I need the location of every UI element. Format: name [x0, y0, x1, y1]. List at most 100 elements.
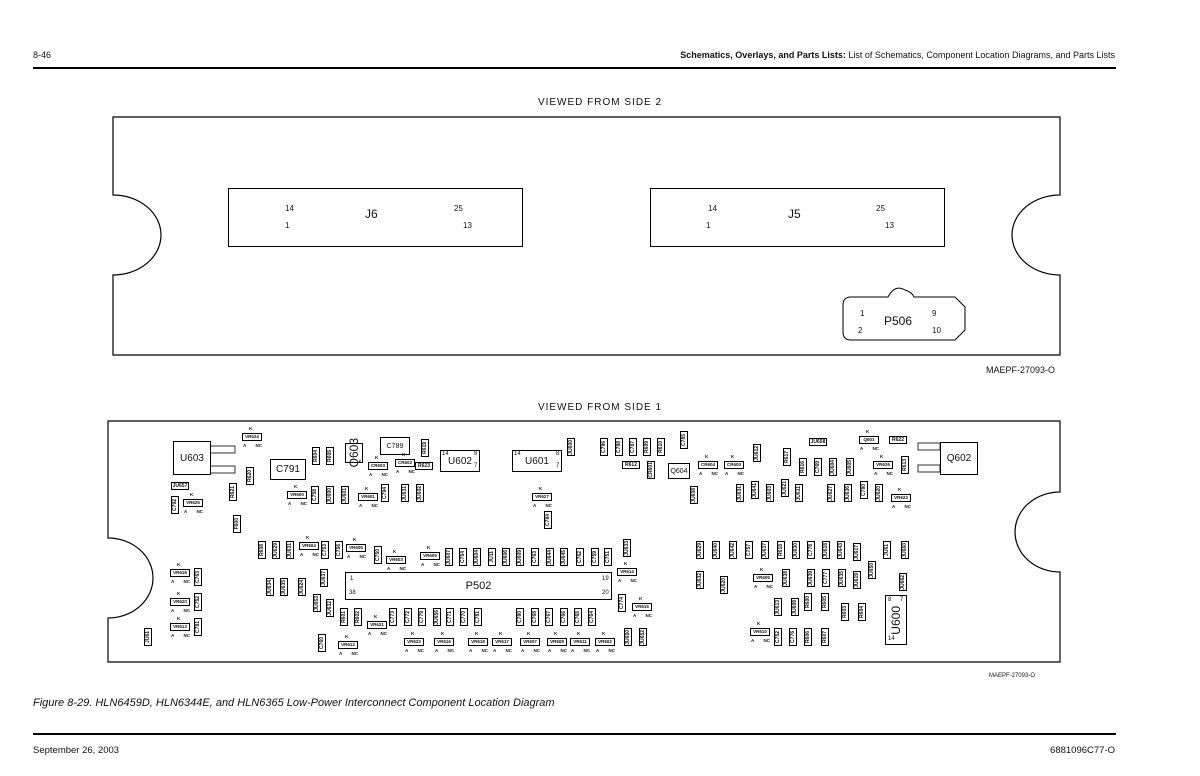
- component-package: Q603: [345, 438, 363, 468]
- pin-label-k: K: [441, 631, 445, 636]
- component-label: C764: [589, 611, 595, 623]
- component-label: VR622: [404, 638, 424, 646]
- component-label: JU656: [434, 609, 440, 625]
- pin-label-nc: NC: [545, 503, 553, 508]
- component-part: R600: [804, 593, 812, 611]
- pin-label-a: A: [171, 579, 175, 584]
- component-package: P502: [345, 572, 612, 600]
- component-label: R604: [859, 606, 865, 618]
- component-package: Q602: [940, 442, 978, 475]
- component-part: JU629: [272, 541, 280, 559]
- component-label: VR620: [170, 598, 190, 606]
- pin-number: 1: [350, 576, 354, 582]
- component-package: C791: [270, 459, 306, 480]
- component-label: C763: [195, 571, 201, 583]
- pin-label-k: K: [539, 486, 543, 491]
- pin-label-a: A: [171, 633, 175, 638]
- u603-tab: [209, 445, 236, 454]
- pin-number: 8: [888, 597, 892, 603]
- component-label: VR605: [753, 574, 773, 582]
- pin-label-a: A: [548, 648, 552, 653]
- pin-label-a: A: [751, 638, 755, 643]
- pin-label-nc: NC: [380, 631, 388, 636]
- component-part: JU629: [696, 541, 704, 559]
- component-part: C774: [618, 594, 626, 612]
- component-part: JU645: [560, 548, 568, 566]
- pin-label-nc: NC: [312, 552, 320, 557]
- component-part: JU637: [320, 569, 328, 587]
- component-part: C763: [194, 568, 202, 586]
- component-part: C772: [404, 608, 412, 626]
- component-part: C756: [335, 541, 343, 559]
- component-label: U602: [448, 455, 472, 467]
- component-part: C787: [629, 438, 637, 456]
- p506-pin: 9: [932, 309, 937, 318]
- p506-label: P506: [884, 314, 913, 328]
- component-label: C794: [382, 487, 388, 499]
- component-label: JU61: [884, 544, 890, 556]
- j6-pin: 14: [285, 204, 294, 213]
- pin-label-k: K: [639, 596, 643, 601]
- component-part: C754: [459, 548, 467, 566]
- component-label: C771: [447, 611, 453, 623]
- pin-label-k: K: [898, 487, 902, 492]
- pin-label-nc: NC: [560, 648, 568, 653]
- component-part: JU656: [433, 608, 441, 626]
- side2-drawing-code: MAEPF-27093-O: [985, 365, 1055, 375]
- p506-pin: 10: [932, 326, 941, 335]
- component-part: JU635: [280, 578, 288, 596]
- j5-pin: 1: [706, 221, 711, 230]
- component-label: U603: [180, 452, 204, 464]
- component-label: R608: [259, 544, 265, 556]
- component-part: R608: [258, 541, 266, 559]
- pin-label-a: A: [243, 443, 247, 448]
- component-label: JU641: [752, 482, 758, 498]
- component-label: C788: [616, 441, 622, 453]
- pin-label-k: K: [757, 621, 761, 626]
- component-label: R606: [805, 631, 811, 643]
- component-label: JU611: [796, 485, 802, 501]
- component-part: R613: [901, 456, 909, 474]
- component-label: JU613: [775, 599, 781, 615]
- component-label: C754: [460, 551, 466, 563]
- component-label: C773: [390, 611, 396, 623]
- pin-label-nc: NC: [711, 471, 719, 476]
- pin-label-nc: NC: [300, 501, 308, 506]
- component-label: VR603: [386, 556, 406, 564]
- component-label: JU620: [721, 577, 727, 593]
- pin-label-a: A: [288, 501, 292, 506]
- component-label: JU650: [625, 629, 631, 645]
- component-label: JU637: [762, 542, 768, 558]
- component-part: JU604: [473, 548, 481, 566]
- pin-label-k: K: [374, 614, 378, 619]
- component-part: R604: [312, 447, 320, 465]
- side1-drawing-code: MAEPF-27093-O: [988, 673, 1035, 679]
- component-label: C756: [336, 544, 342, 556]
- component-label: JU621: [782, 480, 788, 496]
- component-part: F600: [233, 515, 241, 533]
- component-label: JU632: [697, 572, 703, 588]
- component-label: C785: [681, 434, 687, 446]
- component-label: CR602: [395, 459, 415, 467]
- component-part: C773: [389, 608, 397, 626]
- component-part: JU600: [567, 438, 575, 456]
- component-label: R610: [658, 441, 664, 453]
- component-label: CR604: [698, 461, 718, 469]
- component-label: C789: [386, 442, 404, 450]
- component-label: C765: [575, 611, 581, 623]
- component-label: VR624: [242, 433, 262, 441]
- component-part: JU652: [639, 628, 647, 646]
- component-label: VR600: [287, 491, 307, 499]
- pin-label-k: K: [353, 537, 357, 542]
- pin-label-a: A: [596, 648, 600, 653]
- component-part: JU635: [838, 569, 846, 587]
- pin-label-nc: NC: [183, 579, 191, 584]
- component-part: C792: [171, 496, 179, 514]
